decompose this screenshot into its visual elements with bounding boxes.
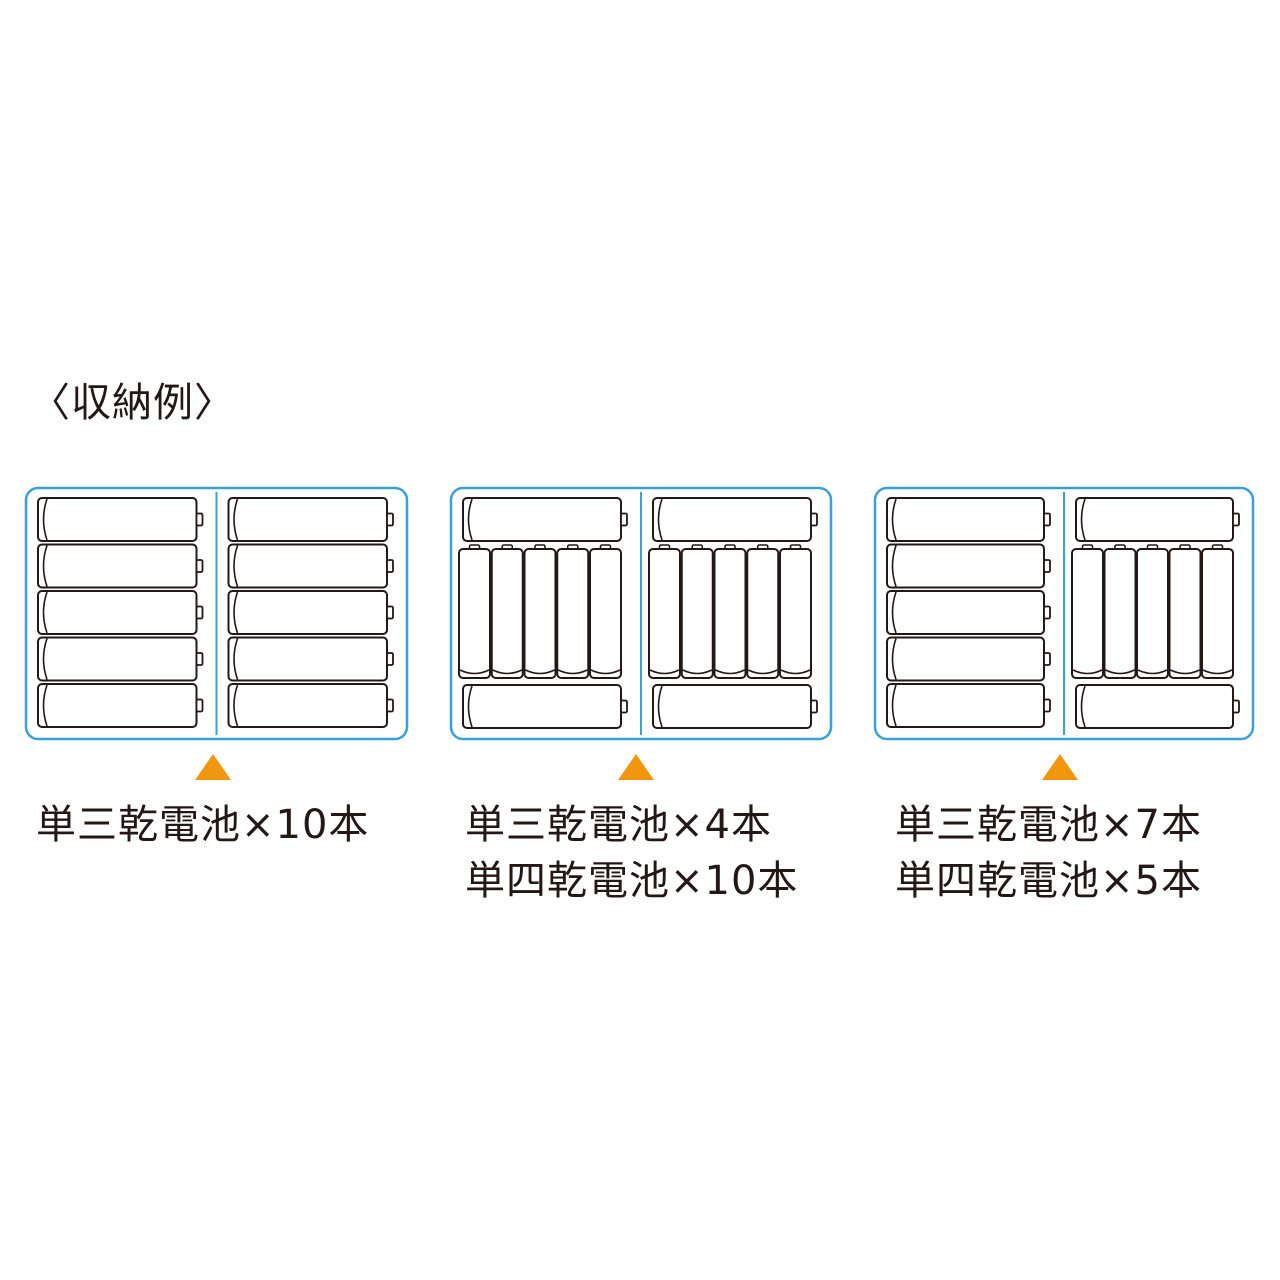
aaa-battery-vertical xyxy=(1136,544,1169,679)
aa-battery-horizontal xyxy=(37,683,204,728)
aa-battery-horizontal xyxy=(37,590,204,635)
aaa-battery-vertical xyxy=(779,544,812,679)
aa-battery-horizontal xyxy=(652,497,818,542)
left-compartment xyxy=(458,497,628,729)
aa-battery-horizontal xyxy=(462,497,628,542)
aa-battery-horizontal xyxy=(37,636,204,682)
aaa-battery-vertical xyxy=(490,544,524,679)
aaa-battery-vertical xyxy=(680,544,714,679)
aa-battery-horizontal xyxy=(227,497,394,542)
aa-battery-horizontal xyxy=(1075,684,1240,729)
caption-line: 単三乾電池×10本 xyxy=(36,802,370,848)
aa-battery-horizontal xyxy=(652,684,818,729)
caption-line: 単四乾電池×5本 xyxy=(895,858,1202,904)
aa-battery-horizontal xyxy=(462,684,628,729)
caption-line: 単三乾電池×4本 xyxy=(465,802,772,848)
caption-example-1: 単三乾電池×10本 xyxy=(36,797,369,853)
storage-case-example-3 xyxy=(873,486,1255,780)
caption-example-2: 単三乾電池×4本 単四乾電池×10本 xyxy=(465,797,798,909)
aa-battery-horizontal xyxy=(227,683,394,728)
aaa-battery-vertical xyxy=(1103,544,1137,679)
aa-battery-horizontal xyxy=(886,497,1051,542)
caption-line: 単四乾電池×10本 xyxy=(465,858,799,904)
left-compartment xyxy=(37,497,204,728)
storage-case-example-2 xyxy=(449,486,833,780)
storage-case-example-1 xyxy=(24,486,409,780)
right-compartment xyxy=(1071,497,1240,729)
aa-battery-horizontal xyxy=(1075,497,1240,542)
right-compartment xyxy=(227,497,394,728)
aaa-battery-vertical xyxy=(1168,544,1202,679)
aaa-battery-vertical xyxy=(458,544,491,679)
aa-battery-horizontal xyxy=(886,683,1051,728)
aa-battery-horizontal xyxy=(227,590,394,635)
aaa-battery-vertical xyxy=(746,544,780,679)
aaa-battery-vertical xyxy=(523,544,557,679)
aaa-battery-vertical xyxy=(648,544,681,679)
pointer-triangle-icon xyxy=(1042,754,1078,780)
aaa-battery-vertical xyxy=(1071,544,1104,679)
aa-battery-horizontal xyxy=(886,590,1051,635)
aa-battery-horizontal xyxy=(227,636,394,682)
aa-battery-horizontal xyxy=(37,497,204,542)
aa-battery-horizontal xyxy=(886,636,1051,682)
aaa-battery-vertical xyxy=(556,544,590,679)
pointer-triangle-icon xyxy=(618,754,654,780)
aaa-battery-vertical xyxy=(589,544,622,679)
right-compartment xyxy=(648,497,818,729)
aaa-battery-vertical xyxy=(1201,544,1234,679)
aa-battery-horizontal xyxy=(227,543,394,589)
caption-example-3: 単三乾電池×7本 単四乾電池×5本 xyxy=(895,797,1202,909)
aaa-battery-vertical xyxy=(713,544,747,679)
aa-battery-horizontal xyxy=(37,543,204,589)
left-compartment xyxy=(886,497,1051,728)
aa-battery-horizontal xyxy=(886,543,1051,589)
pointer-triangle-icon xyxy=(195,754,231,780)
caption-line: 単三乾電池×7本 xyxy=(895,802,1202,848)
storage-example-heading: 〈収納例〉 xyxy=(30,380,235,426)
